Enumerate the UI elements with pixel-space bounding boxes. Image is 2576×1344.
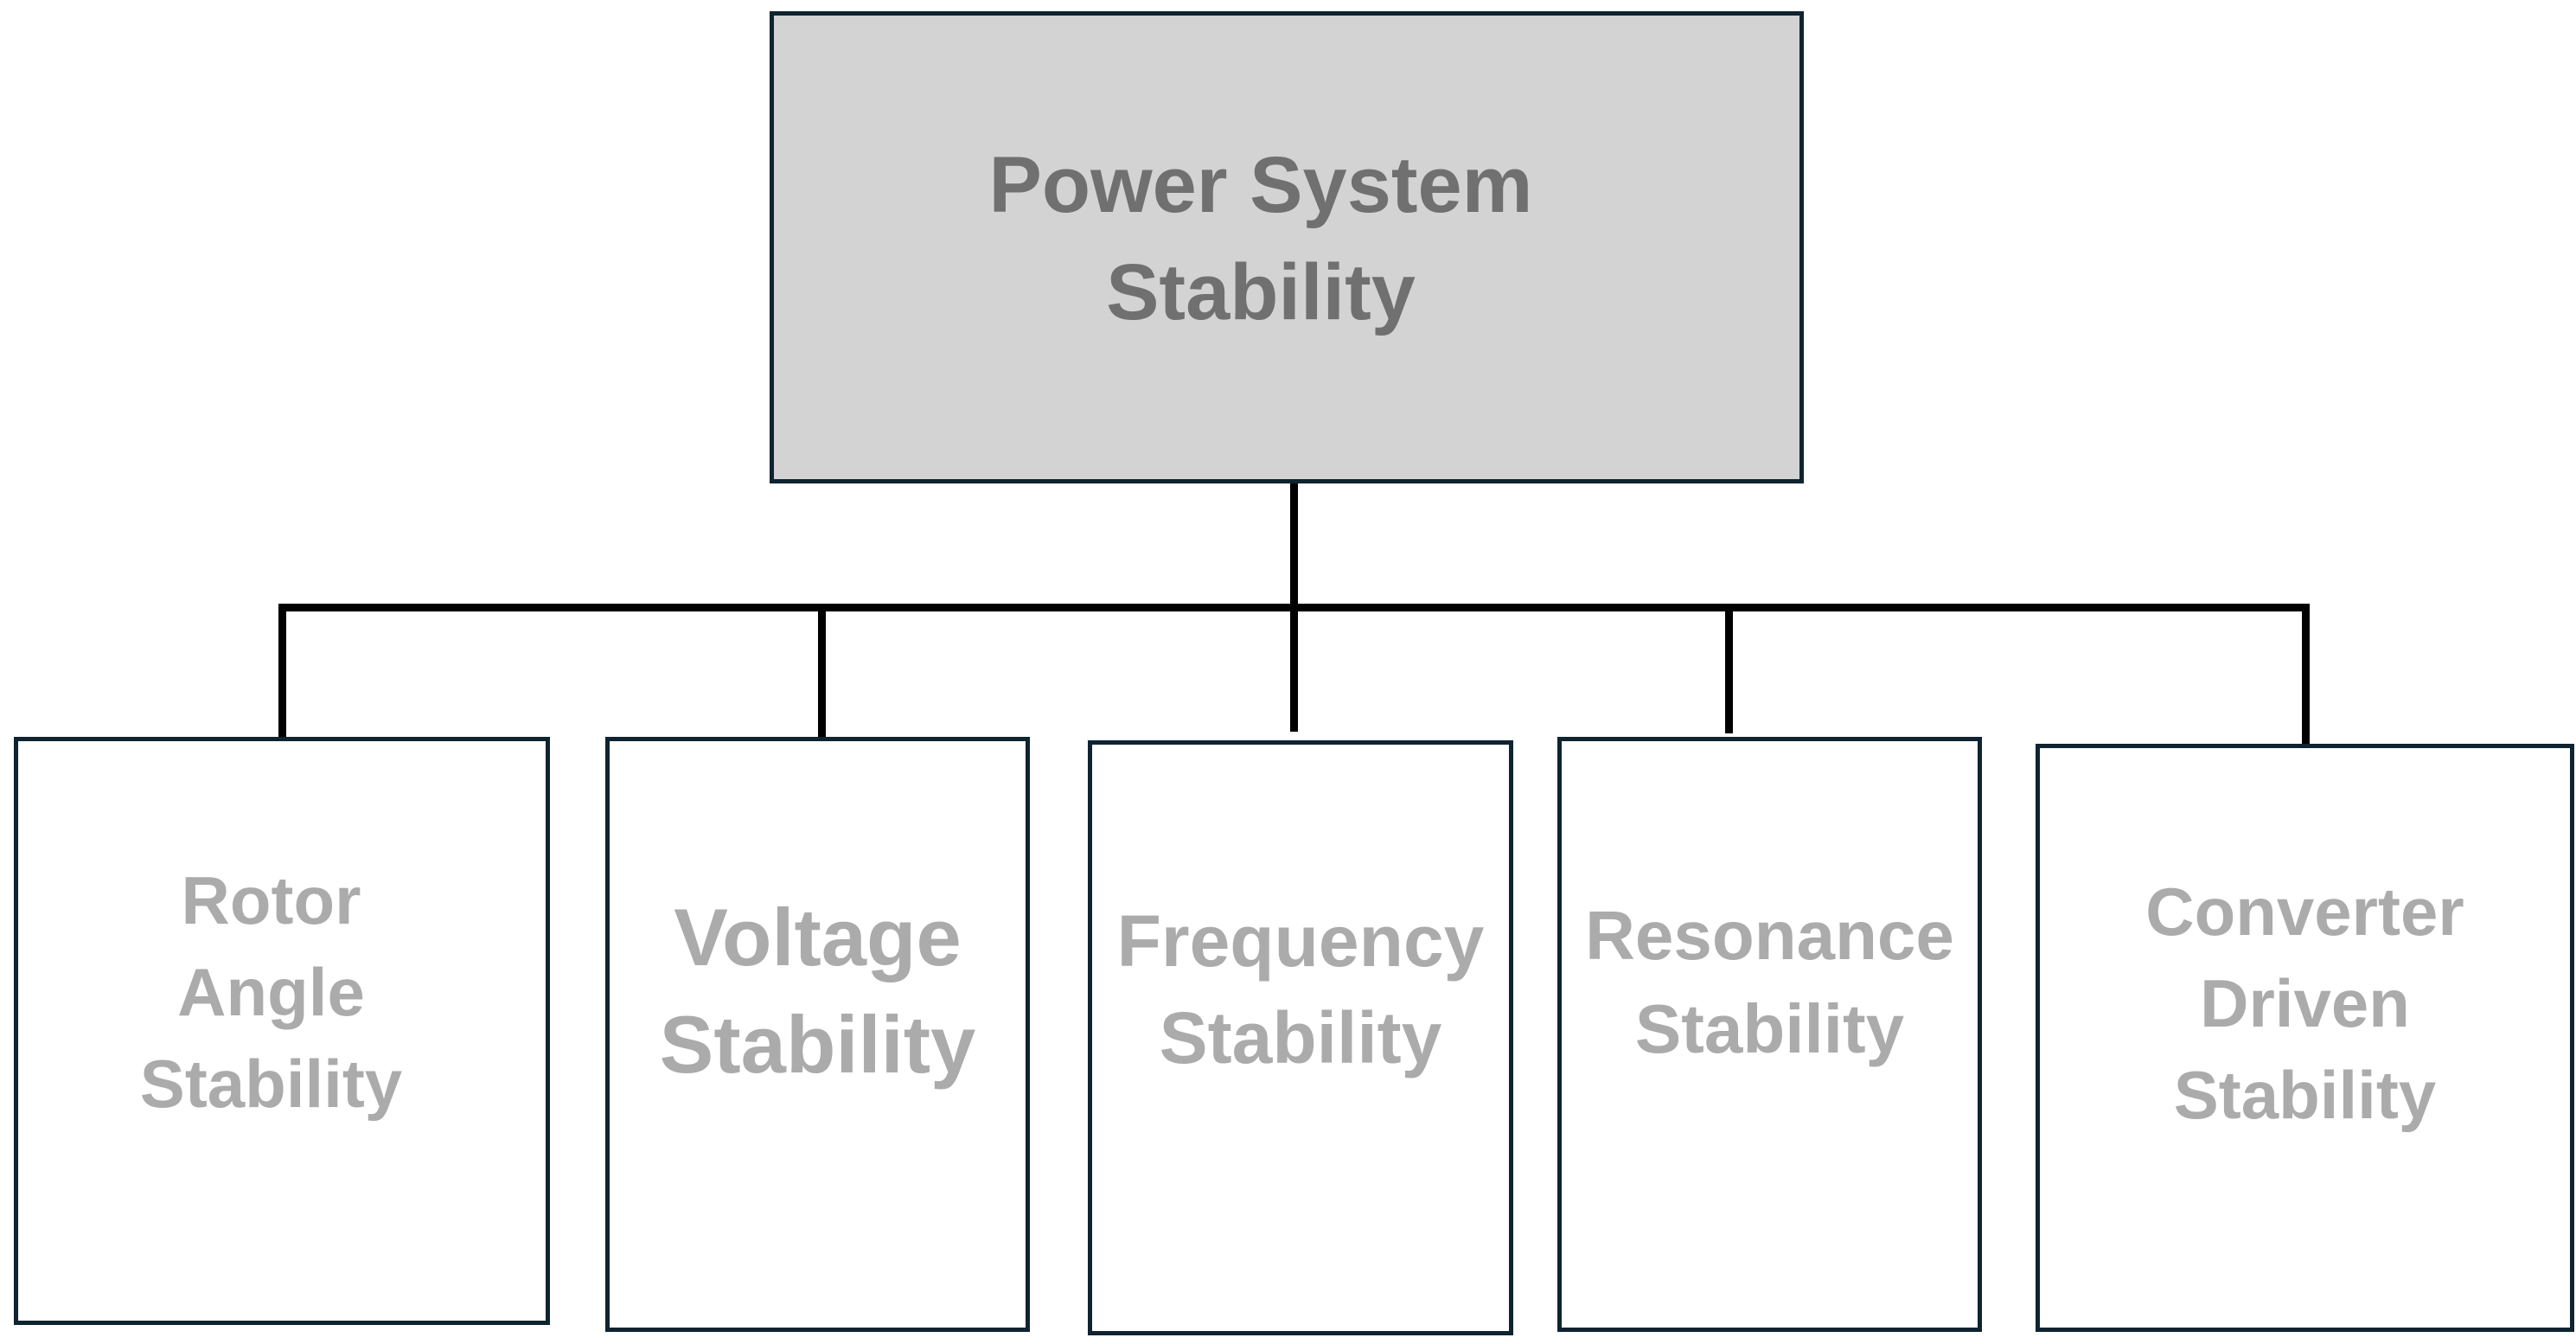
child-node-frequency-stability: Frequency Stability	[1088, 740, 1513, 1335]
root-stem-connector	[1290, 480, 1298, 612]
root-node-label: Power System Stability	[988, 141, 1533, 336]
child-node-label-rotor-angle: Rotor Angle Stability	[139, 862, 403, 1122]
child-node-label-voltage: Voltage Stability	[659, 892, 976, 1090]
drop-connector-converter-driven	[2302, 604, 2310, 746]
child-node-converter-driven-stability: Converter Driven Stability	[2036, 744, 2574, 1332]
child-node-label-frequency: Frequency Stability	[1116, 900, 1485, 1078]
drop-connector-voltage	[818, 604, 826, 738]
drop-connector-resonance	[1725, 604, 1733, 733]
drop-connector-frequency	[1290, 604, 1298, 732]
child-node-label-resonance: Resonance Stability	[1585, 897, 1954, 1067]
drop-connector-rotor-angle	[278, 604, 286, 739]
root-node-power-system-stability: Power System Stability	[770, 11, 1804, 483]
child-node-rotor-angle-stability: Rotor Angle Stability	[14, 737, 550, 1325]
child-node-resonance-stability: Resonance Stability	[1557, 737, 1982, 1332]
child-node-voltage-stability: Voltage Stability	[605, 737, 1030, 1332]
child-node-label-converter-driven: Converter Driven Stability	[2145, 874, 2464, 1133]
